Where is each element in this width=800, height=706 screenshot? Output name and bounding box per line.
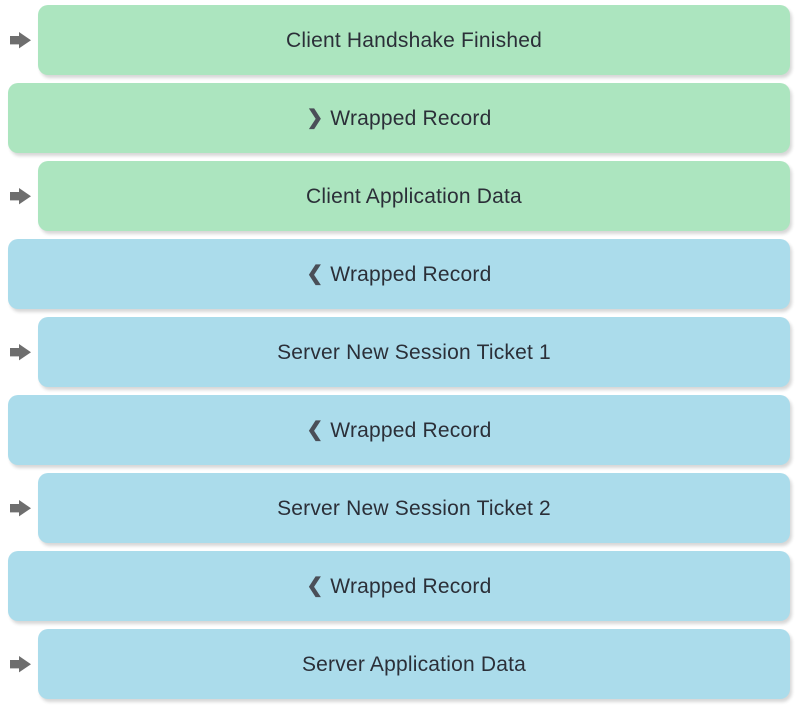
- arrow-right-icon: [0, 629, 38, 699]
- arrow-right-icon: [0, 317, 38, 387]
- wrapped-record-bar[interactable]: ❯ Wrapped Record: [8, 83, 790, 153]
- message-bar[interactable]: Server New Session Ticket 2: [38, 473, 790, 543]
- arrow-spacer: [0, 395, 8, 465]
- message-bar[interactable]: Client Application Data: [38, 161, 790, 231]
- bar-label: Client Application Data: [306, 184, 522, 208]
- bar-label: Wrapped Record: [330, 418, 492, 442]
- arrow-spacer: [0, 551, 8, 621]
- flow-row: ❮ Wrapped Record: [0, 395, 800, 465]
- chevron-right-icon: ❯: [306, 106, 324, 129]
- chevron-left-icon: ❮: [306, 262, 324, 285]
- wrapped-record-bar[interactable]: ❮ Wrapped Record: [8, 551, 790, 621]
- bar-label: Server Application Data: [301, 652, 527, 676]
- bar-label: Wrapped Record: [330, 574, 492, 598]
- arrow-spacer: [0, 239, 8, 309]
- arrow-right-icon: [0, 161, 38, 231]
- arrow-right-icon: [0, 5, 38, 75]
- bar-label: Wrapped Record: [330, 106, 492, 130]
- message-bar[interactable]: Server New Session Ticket 1: [38, 317, 790, 387]
- flow-row: Client Handshake Finished: [0, 5, 800, 75]
- flow-row: Server New Session Ticket 2: [0, 473, 800, 543]
- arrow-spacer: [0, 83, 8, 153]
- flow-row: ❮ Wrapped Record: [0, 239, 800, 309]
- bar-label: Client Handshake Finished: [286, 28, 542, 52]
- bar-label: Wrapped Record: [330, 262, 492, 286]
- chevron-left-icon: ❮: [306, 418, 324, 441]
- arrow-right-icon: [0, 473, 38, 543]
- flow-row: Server New Session Ticket 1: [0, 317, 800, 387]
- bar-label: Server New Session Ticket 1: [277, 340, 551, 364]
- flow-row: ❮ Wrapped Record: [0, 551, 800, 621]
- flow-row: ❯ Wrapped Record: [0, 83, 800, 153]
- wrapped-record-bar[interactable]: ❮ Wrapped Record: [8, 239, 790, 309]
- bar-label: Server New Session Ticket 2: [277, 496, 551, 520]
- flow-row: Server Application Data: [0, 629, 800, 699]
- flow-row: Client Application Data: [0, 161, 800, 231]
- chevron-left-icon: ❮: [306, 574, 324, 597]
- message-bar[interactable]: Server Application Data: [38, 629, 790, 699]
- wrapped-record-bar[interactable]: ❮ Wrapped Record: [8, 395, 790, 465]
- message-bar[interactable]: Client Handshake Finished: [38, 5, 790, 75]
